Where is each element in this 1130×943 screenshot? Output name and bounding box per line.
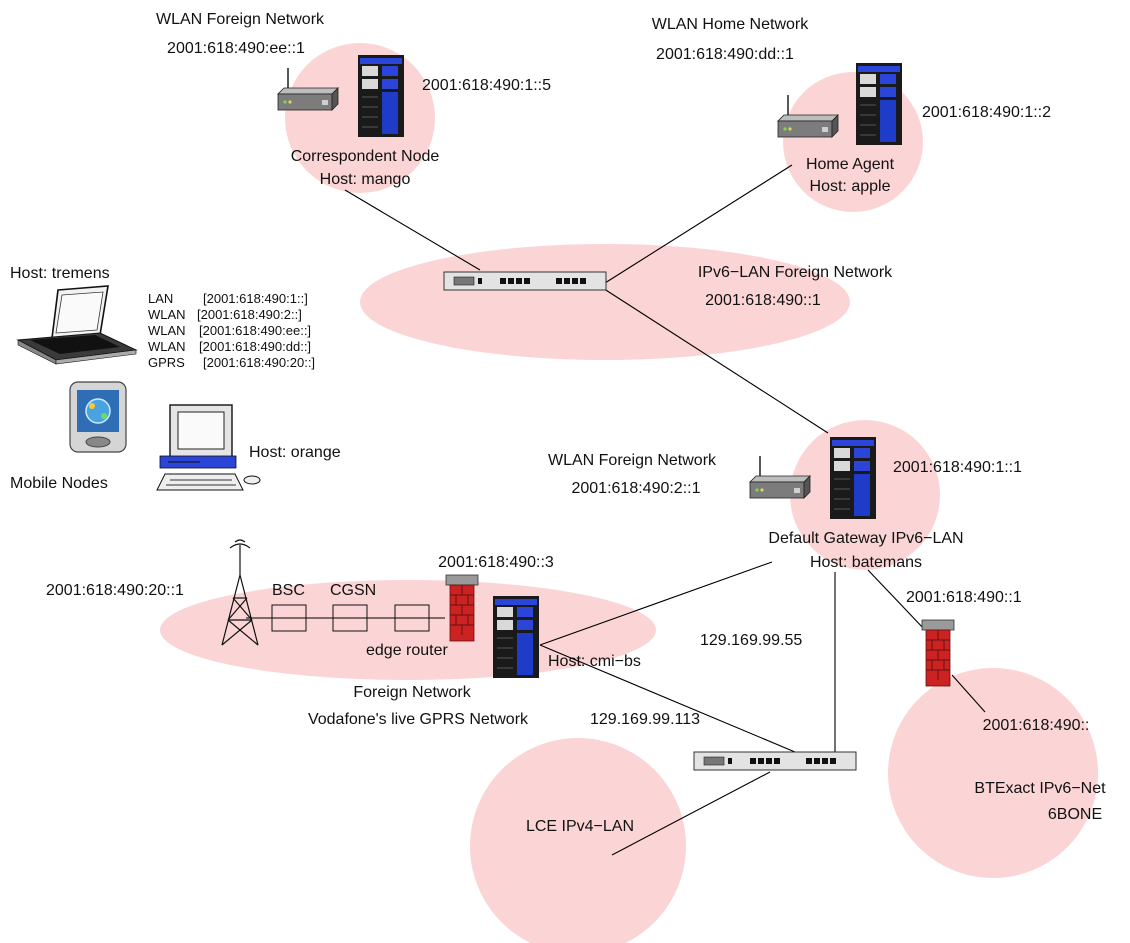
interface-type: WLAN	[148, 323, 186, 338]
link-cmi-ipv4hub	[539, 644, 796, 753]
interface-prefix: [2001:618:490:ee::]	[199, 323, 311, 338]
radio-tower-icon	[221, 539, 259, 646]
interface-type: LAN	[148, 291, 173, 306]
correspondent-role: Correspondent Node	[291, 148, 440, 165]
home-agent-role: Home Agent	[806, 156, 895, 173]
ipv6-lan-title: IPv6−LAN Foreign Network	[698, 264, 893, 281]
link-hub-gateway	[597, 284, 829, 434]
link-gateway-cmi	[539, 561, 773, 646]
cgsn-label: CGSN	[330, 582, 376, 599]
home-agent-server-icon	[855, 62, 903, 146]
ipv4-lan-label: LCE IPv4−LAN	[526, 818, 634, 835]
bsc-box	[271, 604, 307, 632]
correspondent-host: Host: mango	[320, 171, 411, 188]
mango-server-address: 2001:618:490:1::5	[422, 77, 551, 94]
interface-prefix: [2001:618:490:dd::]	[199, 339, 311, 354]
tremens-host: Host: tremens	[10, 265, 110, 282]
interface-prefix: [2001:618:490:2::]	[197, 307, 302, 322]
link-mango-hub	[344, 189, 481, 271]
batemans-wlan-title: WLAN Foreign Network	[548, 452, 717, 469]
cmi-ipv4-address: 129.169.99.113	[590, 711, 700, 728]
desktop-computer-icon	[156, 404, 261, 491]
gprs-firewall-icon	[445, 574, 479, 642]
btexact-firewall-icon	[921, 619, 955, 687]
mobile-nodes-label: Mobile Nodes	[10, 475, 108, 492]
interface-prefix: [2001:618:490:1::]	[203, 291, 308, 306]
orange-host: Host: orange	[249, 444, 341, 461]
interface-type: GPRS	[148, 355, 185, 370]
gprs-network-desc: Vodafone's live GPRS Network	[308, 711, 529, 728]
link-ipv4hub-lan	[611, 771, 771, 856]
btexact-firewall-address: 2001:618:490::1	[906, 589, 1022, 606]
gateway-host: Host: batemans	[810, 554, 922, 571]
batemans-wlan-address: 2001:618:490:2::1	[571, 480, 700, 497]
interface-type: WLAN	[148, 339, 186, 354]
edge-router-label: edge router	[366, 642, 449, 659]
edge-router-box	[394, 604, 430, 632]
ipv4-lan-cloud	[470, 738, 686, 943]
pda-icon	[69, 381, 127, 453]
btexact-prefix: 2001:618:490::	[983, 717, 1090, 734]
link-gateway-firewall	[867, 569, 926, 631]
mango-wlan-address: 2001:618:490:ee::1	[167, 40, 305, 57]
mobile-interfaces: LAN [2001:618:490:1::] WLAN [2001:618:49…	[148, 291, 315, 370]
mango-wlan-title: WLAN Foreign Network	[156, 11, 325, 28]
btexact-cloud	[888, 668, 1098, 878]
home-agent-host: Host: apple	[810, 178, 891, 195]
interface-prefix: [2001:618:490:20::]	[203, 355, 315, 370]
gprs-network-name: Foreign Network	[353, 684, 471, 701]
gprs-firewall-address: 2001:618:490::3	[438, 554, 554, 571]
gateway-role: Default Gateway IPv6−LAN	[768, 530, 963, 547]
interface-type: WLAN	[148, 307, 186, 322]
ipv4-hub-icon	[693, 751, 857, 771]
home-agent-address: 2001:618:490:1::2	[922, 104, 1051, 121]
link-home-hub	[604, 164, 793, 284]
laptop-icon	[16, 285, 138, 365]
btexact-sub: 6BONE	[1048, 806, 1102, 823]
cmi-bs-server-icon	[492, 595, 540, 679]
ipv6-hub-icon	[443, 271, 607, 291]
mango-server-icon	[357, 54, 405, 138]
bsc-label: BSC	[272, 582, 305, 599]
gateway-server-icon	[829, 436, 877, 520]
home-wlan-title: WLAN Home Network	[652, 16, 809, 33]
home-wlan-address: 2001:618:490:dd::1	[656, 46, 794, 63]
cmi-bs-host: Host: cmi−bs	[548, 653, 641, 670]
ipv6-lan-address: 2001:618:490::1	[705, 292, 821, 309]
gateway-address: 2001:618:490:1::1	[893, 459, 1022, 476]
gateway-ipv4-address: 129.169.99.55	[700, 632, 802, 649]
link-firewall-btexact	[951, 674, 986, 713]
gprs-tower-address: 2001:618:490:20::1	[46, 582, 184, 599]
btexact-name: BTExact IPv6−Net	[974, 780, 1106, 797]
cgsn-box	[332, 604, 368, 632]
